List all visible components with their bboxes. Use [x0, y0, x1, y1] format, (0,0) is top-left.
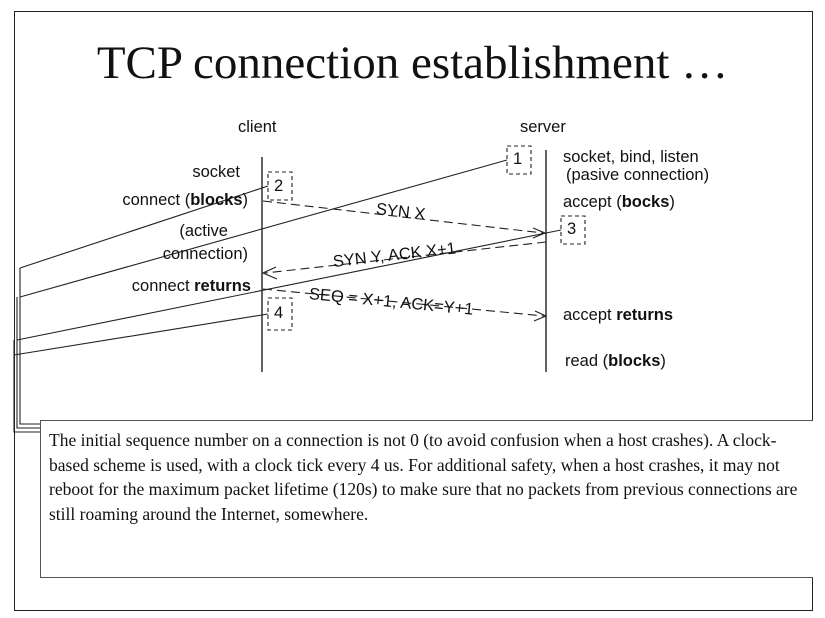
- step-number-3: 3: [567, 220, 577, 238]
- client-active-label-1: (active: [179, 222, 228, 240]
- step-box-3: [560, 215, 586, 245]
- client-connect-label: connect (blocks): [122, 191, 248, 209]
- server-socket-label-2: (pasive connection): [566, 166, 710, 184]
- callout-line-2: [19, 185, 269, 269]
- syn-arrowhead: [532, 227, 547, 239]
- synack-arrow: [264, 241, 547, 274]
- slide-title: TCP connection establishment …: [96, 37, 729, 89]
- step-box-2: [267, 171, 293, 201]
- client-connect-returns-label: connect returns: [131, 277, 251, 295]
- step-number-1: 1: [513, 150, 523, 168]
- note-box: The initial sequence number on a connect…: [40, 420, 813, 578]
- synack-arrowhead: [261, 266, 278, 280]
- callout-stem-c: [13, 340, 40, 433]
- client-active-label-2: connection): [162, 245, 248, 263]
- callout-stem-b: [16, 297, 40, 429]
- server-accept-returns-label: accept returns: [563, 306, 674, 324]
- callout-line-1: [19, 159, 508, 298]
- callout-line-3: [16, 229, 562, 341]
- callout-line-4: [13, 313, 269, 356]
- server-socket-label-1: socket, bind, listen: [563, 148, 699, 166]
- step-number-4: 4: [274, 304, 284, 322]
- server-read-label: read (blocks): [565, 352, 666, 370]
- server-heading: server: [520, 118, 566, 136]
- step-number-2: 2: [274, 177, 284, 195]
- client-heading: client: [238, 118, 277, 136]
- callout-stem-a: [19, 268, 40, 425]
- step-box-1: [506, 145, 532, 175]
- syn-arrow: [262, 200, 544, 234]
- server-accept-label: accept (bocks): [563, 193, 675, 211]
- ack-arrowhead: [533, 310, 548, 322]
- ack-arrow: [262, 288, 545, 317]
- client-socket-label: socket: [192, 163, 240, 181]
